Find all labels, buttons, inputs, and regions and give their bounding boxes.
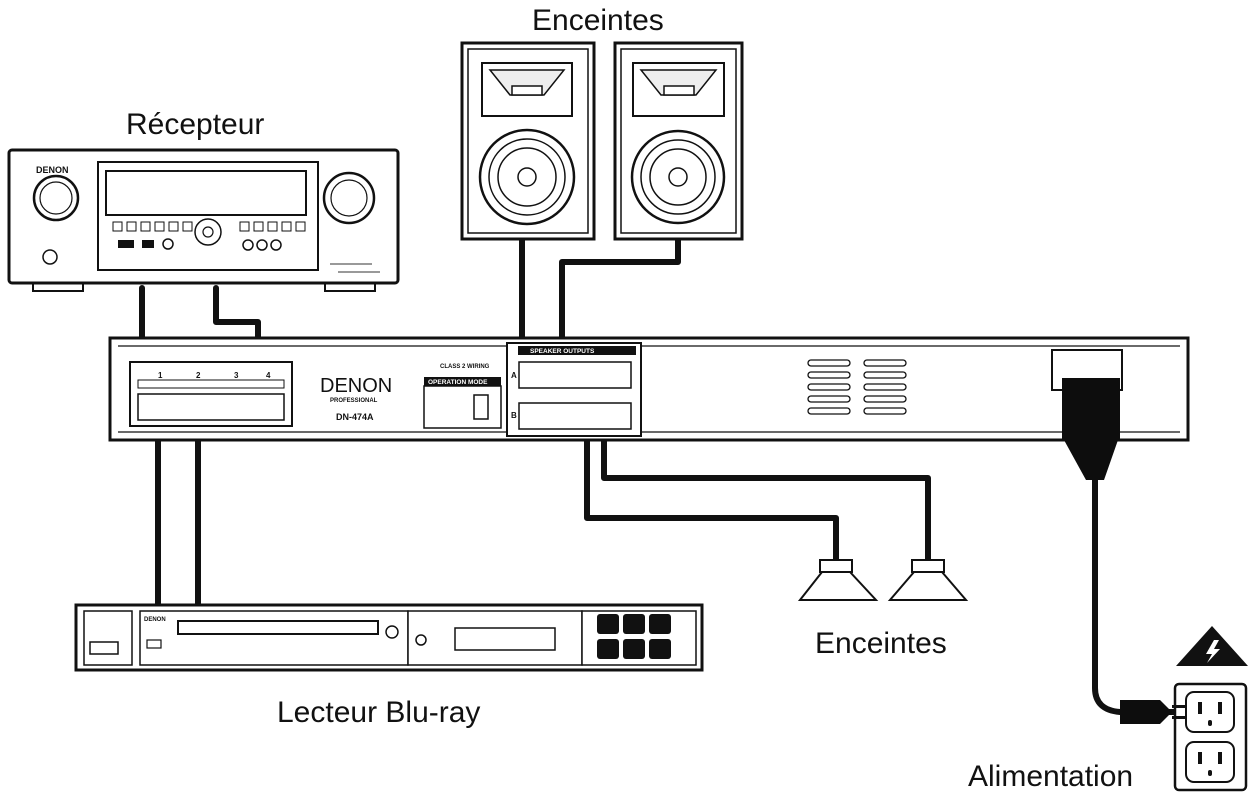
amp-input-terminal: 1 2 3 4 xyxy=(129,361,293,427)
amplifier: 1 2 3 4 DENON PROFESSIONAL DN-474A CLASS 2… xyxy=(108,336,1190,442)
power-cord xyxy=(1092,477,1178,715)
bluray-player: DENON xyxy=(74,603,704,672)
svg-text:2: 2 xyxy=(196,371,201,380)
label-bluray-player: Lecteur Blu-ray xyxy=(277,696,481,729)
receiver-power-button xyxy=(42,249,58,265)
label-speakers-bottom: Enceintes xyxy=(815,627,947,660)
speaker-top-left xyxy=(460,41,596,241)
amp-speaker-outputs-label: SPEAKER OUTPUTS xyxy=(530,348,595,355)
amp-brand-sub: PROFESSIONAL xyxy=(330,398,378,404)
svg-text:A: A xyxy=(511,371,517,380)
receiver-display xyxy=(105,170,307,216)
receiver: DENON xyxy=(7,148,400,292)
cable-bottom-speaker-1 xyxy=(584,372,839,565)
power-plug xyxy=(1062,378,1120,480)
speaker-bottom-right xyxy=(887,559,969,601)
amp-speaker-outputs: SPEAKER OUTPUTS A B xyxy=(506,342,642,437)
amp-operation-mode-label: OPERATION MODE xyxy=(428,379,488,386)
label-power: Alimentation xyxy=(968,760,1134,793)
svg-text:1: 1 xyxy=(158,371,163,380)
wall-outlet xyxy=(1120,682,1248,792)
bluray-display xyxy=(454,627,556,651)
amp-operation-mode: CLASS 2 WIRING OPERATION MODE xyxy=(423,364,502,429)
receiver-brand: DENON xyxy=(36,165,69,175)
label-receiver: Récepteur xyxy=(126,108,265,141)
amp-vents xyxy=(807,359,907,415)
svg-text:4: 4 xyxy=(266,371,271,380)
cables xyxy=(139,237,1178,715)
amp-brand: DENON xyxy=(320,375,392,397)
svg-text:3: 3 xyxy=(234,371,239,380)
warning-high-voltage-icon xyxy=(1176,626,1248,666)
speaker-top-right xyxy=(613,41,744,241)
bluray-brand: DENON xyxy=(144,617,166,623)
cable-speaker-right xyxy=(559,237,681,378)
bluray-disc-tray xyxy=(177,620,379,635)
label-speakers-top: Enceintes xyxy=(532,4,664,37)
amp-class2-wiring: CLASS 2 WIRING xyxy=(440,364,490,370)
amp-model: DN-474A xyxy=(336,412,374,422)
speaker-bottom-left xyxy=(797,559,879,601)
svg-text:B: B xyxy=(511,411,517,420)
